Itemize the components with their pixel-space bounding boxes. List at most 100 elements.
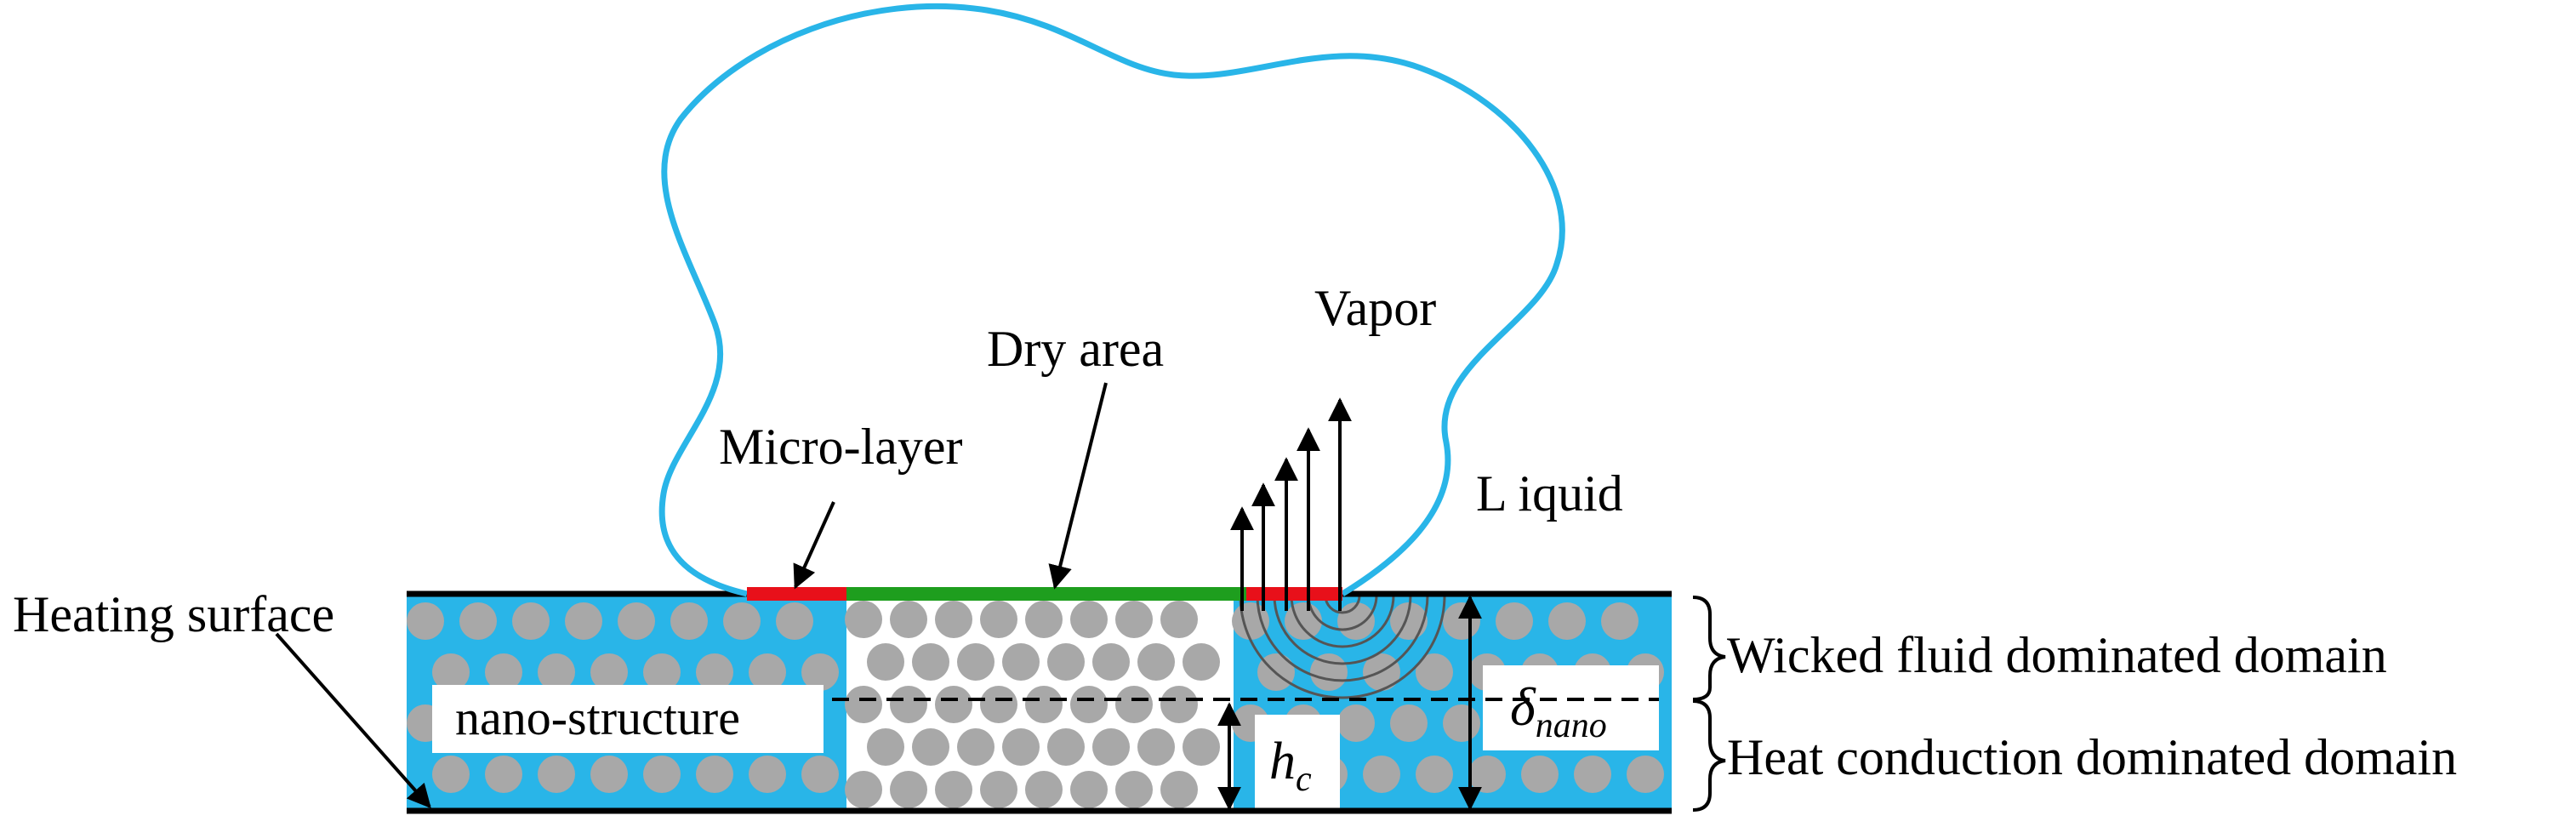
particle: [1070, 686, 1108, 723]
particle: [1092, 643, 1130, 681]
particle: [1137, 643, 1175, 681]
heat-flux-arc: [1307, 595, 1378, 631]
particle: [670, 602, 708, 640]
particle: [1115, 771, 1153, 808]
particle: [1548, 602, 1586, 640]
particle: [1115, 686, 1153, 723]
particle: [1160, 771, 1198, 808]
particle: [801, 756, 839, 793]
hc-box: [1255, 715, 1340, 808]
particle: [1521, 756, 1559, 793]
particle: [1627, 756, 1664, 793]
particle: [867, 643, 904, 681]
particle: [1443, 704, 1480, 742]
heating-surface-pointer: [275, 632, 431, 809]
particle: [1337, 704, 1375, 742]
liquid-label: L iquid: [1476, 465, 1623, 522]
particle: [432, 653, 470, 691]
particle: [459, 602, 497, 640]
hc-symbol: hc: [1269, 733, 1312, 799]
particle: [1047, 728, 1085, 766]
particle: [1285, 602, 1322, 640]
particle: [590, 756, 628, 793]
wicked-domain-label: Wicked fluid dominated domain: [1727, 627, 2387, 683]
nano-particles: [407, 601, 1664, 808]
particle: [618, 602, 655, 640]
particle: [935, 601, 972, 638]
particle: [485, 756, 522, 793]
vapor-bubble-outline: [658, 3, 1565, 597]
particle: [1416, 653, 1453, 691]
heat-flux-arc: [1324, 595, 1361, 614]
particle: [980, 771, 1017, 808]
vapor-label: Vapor: [1314, 280, 1436, 336]
particle: [407, 602, 444, 640]
heat-flux-arcs: [1239, 595, 1446, 699]
particle: [749, 756, 786, 793]
particle: [1337, 602, 1375, 640]
nano-structure-label: nano-structure: [455, 690, 740, 745]
heat-conduction-domain-brace: [1692, 699, 1726, 812]
particle: [1025, 771, 1063, 808]
particle: [565, 602, 602, 640]
particle: [1025, 601, 1063, 638]
micro-layer-pointer: [793, 501, 835, 590]
particle: [643, 653, 681, 691]
particle: [776, 602, 813, 640]
particle: [643, 756, 681, 793]
particle: [1363, 756, 1400, 793]
heat-flux-arc: [1290, 595, 1395, 648]
heat-flux-arc: [1256, 595, 1429, 682]
particle: [696, 653, 733, 691]
particle: [912, 643, 949, 681]
particle: [1160, 601, 1198, 638]
particle: [538, 756, 575, 793]
particle: [957, 728, 994, 766]
particle: [1070, 601, 1108, 638]
delta-box: [1483, 665, 1659, 750]
particle: [1070, 771, 1108, 808]
particle: [890, 771, 927, 808]
nano-structure-box: [432, 685, 824, 753]
particle: [1574, 756, 1611, 793]
particle: [1416, 756, 1453, 793]
evaporation-arrows: [1230, 397, 1352, 611]
particle: [1183, 643, 1220, 681]
particle: [1496, 602, 1533, 640]
particle: [512, 602, 550, 640]
particle: [1115, 601, 1153, 638]
particle: [801, 653, 839, 691]
particle: [1025, 686, 1063, 723]
particle: [980, 601, 1017, 638]
particle: [1468, 756, 1506, 793]
particle: [935, 686, 972, 723]
particle: [432, 756, 470, 793]
particle: [867, 728, 904, 766]
heat-flux-arc: [1239, 595, 1446, 699]
particle: [845, 771, 882, 808]
particle: [912, 728, 949, 766]
delta-nano-symbol: δnano: [1510, 676, 1607, 745]
particle: [1183, 728, 1220, 766]
micro-layer-label: Micro-layer: [719, 419, 963, 475]
particle: [935, 771, 972, 808]
particle: [696, 756, 733, 793]
particle: [890, 601, 927, 638]
particle: [1137, 728, 1175, 766]
particle: [485, 653, 522, 691]
particle: [723, 602, 761, 640]
particle: [749, 653, 786, 691]
particle: [1443, 602, 1480, 640]
particle: [845, 686, 882, 723]
particle: [845, 601, 882, 638]
particle: [1002, 643, 1040, 681]
particle: [538, 653, 575, 691]
heat-conduction-domain-label: Heat conduction dominated domain: [1727, 729, 2457, 785]
dry-area-pointer: [1048, 382, 1108, 590]
particle: [1047, 643, 1085, 681]
wicked-domain-brace: [1692, 596, 1726, 701]
heat-flux-arc: [1273, 595, 1412, 665]
particle: [1160, 686, 1198, 723]
particle: [890, 686, 927, 723]
